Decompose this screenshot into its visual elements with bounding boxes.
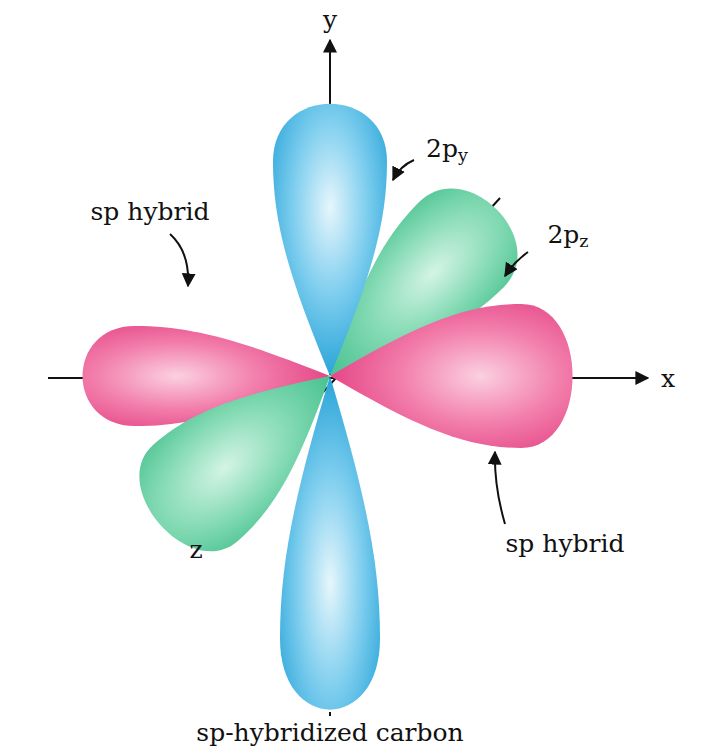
orbital-label: 2pz (547, 221, 588, 252)
orbital-lobe (273, 104, 387, 376)
leader-arrow (170, 234, 188, 286)
leader-arrow (393, 160, 414, 180)
axes (48, 40, 648, 716)
caption-label: sp-hybridized carbon (196, 719, 463, 747)
leader-arrow (505, 252, 528, 276)
leader-arrow (495, 452, 505, 524)
y-axis-bottom (329, 712, 331, 716)
orbital-lobes (83, 104, 573, 710)
orbital-lobe (280, 376, 380, 710)
axis-label: z (189, 536, 202, 564)
orbital-label: sp hybrid (506, 530, 625, 558)
axis-label: y (323, 6, 337, 34)
leaders (170, 160, 528, 524)
orbital-label: sp hybrid (91, 198, 210, 226)
axis-label: x (661, 365, 675, 393)
orbital-label: 2py (426, 135, 468, 166)
orbital-lobe (330, 304, 573, 448)
